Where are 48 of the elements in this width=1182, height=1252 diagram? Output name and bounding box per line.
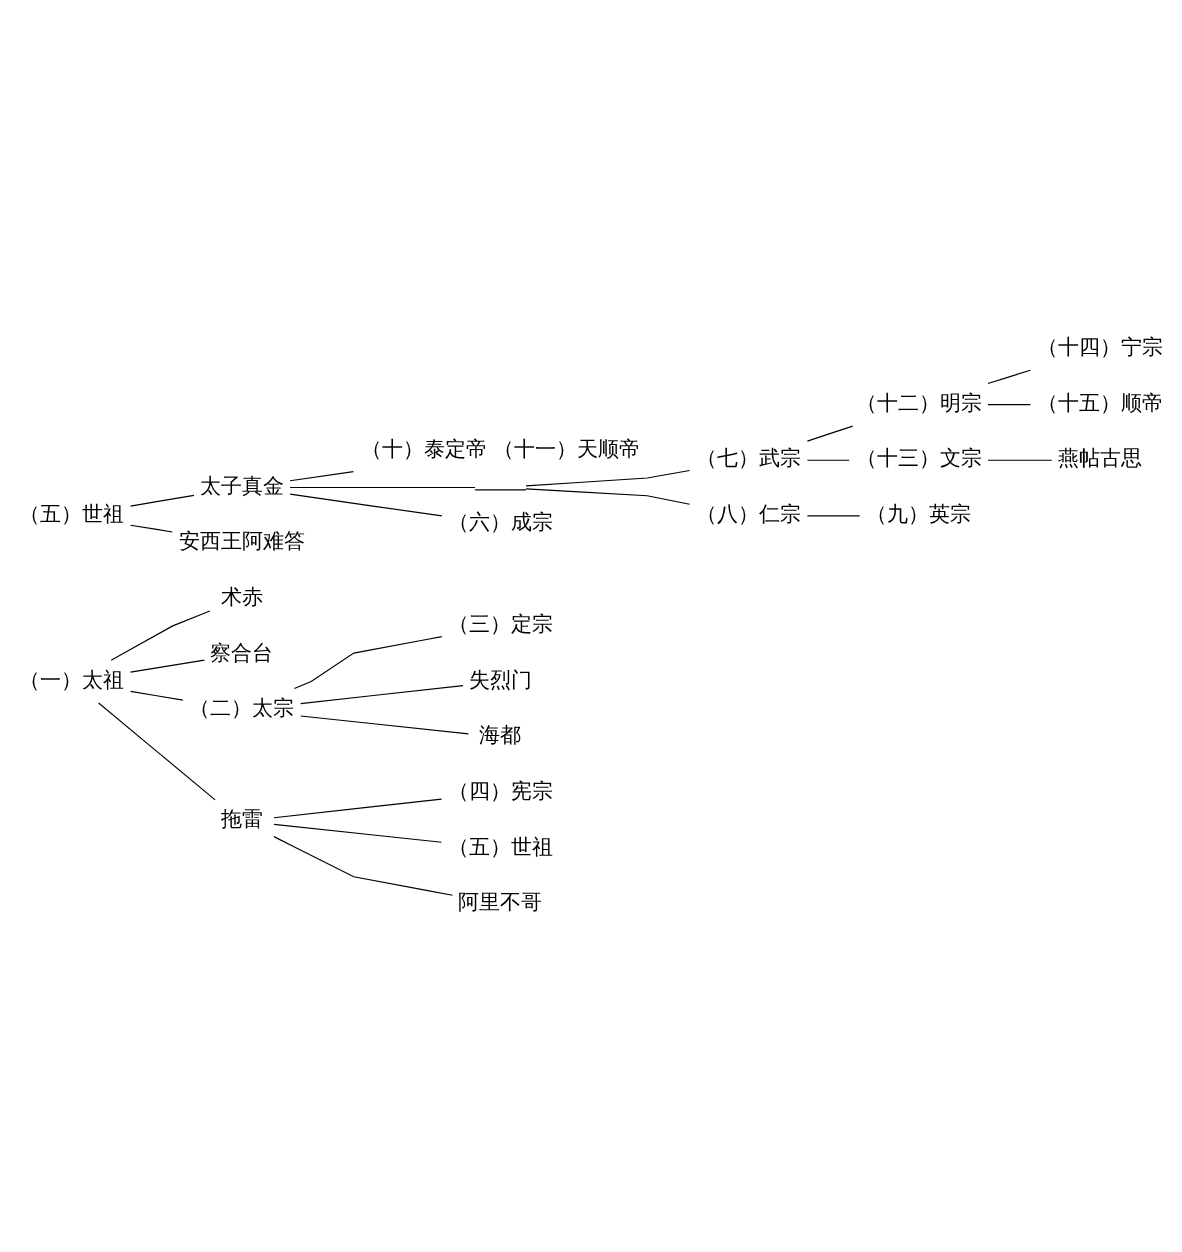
connector xyxy=(130,494,195,507)
node-text: （七）武宗 xyxy=(695,444,801,470)
connector xyxy=(806,425,854,442)
connector xyxy=(525,469,691,486)
connector xyxy=(98,701,216,800)
node-text: （五）世祖 xyxy=(19,500,125,526)
node-text: （一）太祖 xyxy=(19,666,125,692)
node-text: （二）太宗 xyxy=(189,694,295,720)
node-text: （四）宪宗 xyxy=(447,777,553,803)
node-bar xyxy=(474,488,527,490)
node-text: （九）英宗 xyxy=(866,500,972,526)
node-text: 察合台 xyxy=(210,639,274,665)
connector xyxy=(987,403,1032,405)
node-text: （六）成宗 xyxy=(447,508,553,534)
node-text: （十）泰定帝 （十一）天顺帝 xyxy=(360,435,641,461)
node-text: （十三）文宗 xyxy=(855,444,982,470)
node-text: 燕帖古思 xyxy=(1057,444,1142,470)
connector xyxy=(300,714,469,734)
node-text: 失烈门 xyxy=(468,666,532,692)
connector xyxy=(273,798,443,818)
connector xyxy=(289,493,443,516)
connector xyxy=(987,369,1032,384)
node-text: 术赤 xyxy=(220,583,263,609)
connector xyxy=(300,684,464,704)
node-text: 海都 xyxy=(479,721,522,747)
node-text: 安西王阿难答 xyxy=(178,527,305,553)
node-text: （五）世祖 xyxy=(447,833,553,859)
connector xyxy=(293,635,443,689)
node-text: （十二）明宗 xyxy=(855,389,982,415)
node-text: （十五）顺帝 xyxy=(1036,389,1163,415)
connector xyxy=(806,514,861,516)
node-text: 太子真金 xyxy=(199,472,284,498)
connector xyxy=(110,609,211,661)
connector xyxy=(289,486,476,488)
connector xyxy=(806,459,850,461)
node-text: （十四）宁宗 xyxy=(1036,333,1163,359)
connector xyxy=(130,690,184,701)
connector xyxy=(273,823,443,843)
connector xyxy=(987,459,1053,461)
node-text: 阿里不哥 xyxy=(458,888,543,914)
connector xyxy=(130,659,205,673)
connector xyxy=(525,487,691,505)
connector xyxy=(130,524,173,533)
connector xyxy=(289,470,355,481)
node-text: （八）仁宗 xyxy=(695,500,801,526)
node-text: （三）定宗 xyxy=(447,610,553,636)
connector xyxy=(273,835,454,896)
node-text: 拖雷 xyxy=(220,805,263,831)
